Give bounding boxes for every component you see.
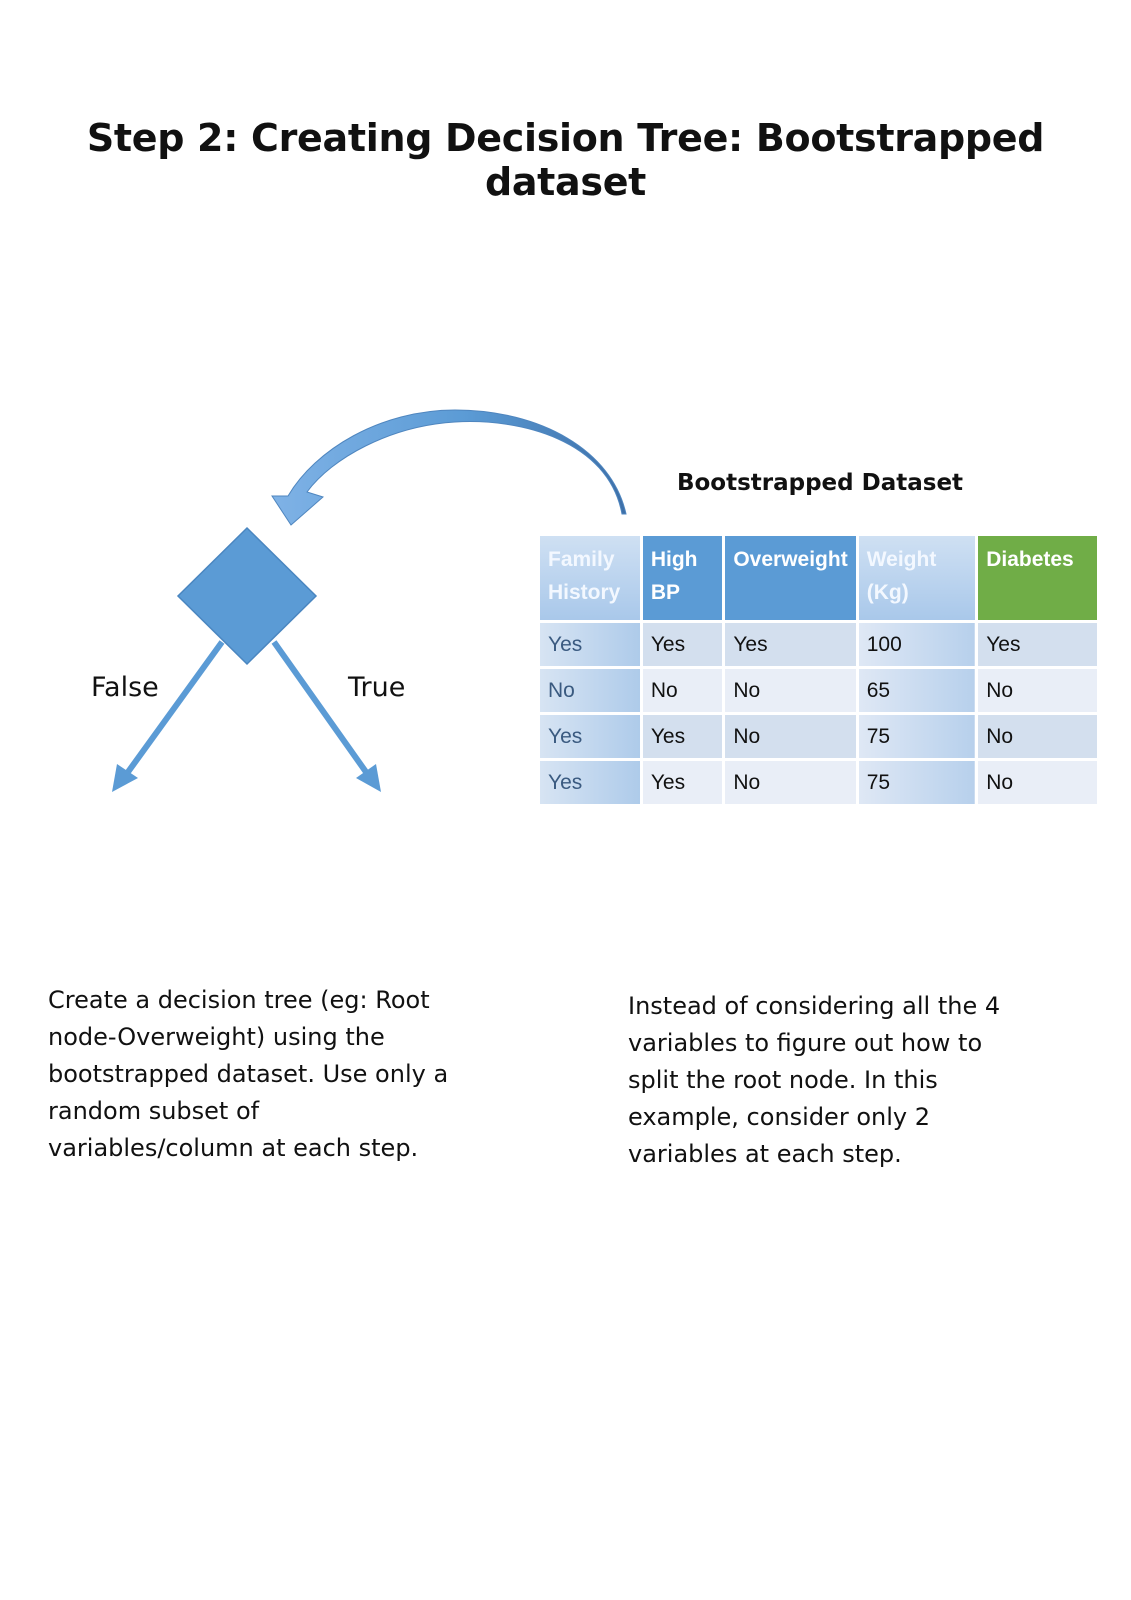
cell-weight: 75 (857, 759, 979, 807)
cell-family-history: No (540, 667, 643, 715)
left-description: Create a decision tree (eg: Root node-Ov… (48, 986, 449, 1162)
cell-diabetes: No (976, 713, 1100, 761)
cell-weight: 65 (857, 667, 979, 715)
true-branch-label: True (348, 672, 406, 703)
dataset-title: Bootstrapped Dataset (676, 470, 964, 496)
header-weight: Weight (Kg) (857, 536, 979, 623)
cell-diabetes: No (976, 759, 1100, 807)
cell-overweight: No (723, 713, 859, 761)
false-branch-label: False (91, 672, 159, 703)
root-node-diamond (176, 526, 318, 666)
cell-weight: 100 (857, 621, 979, 669)
cell-high-bp: No (641, 667, 726, 715)
header-overweight: Overweight (723, 536, 859, 623)
cell-high-bp: Yes (641, 759, 726, 807)
header-diabetes: Diabetes (976, 536, 1100, 623)
cell-family-history: Yes (540, 713, 643, 761)
cell-high-bp: Yes (641, 621, 726, 669)
true-branch-arrow (271, 640, 381, 792)
cell-overweight: No (723, 759, 859, 807)
table-row: Yes Yes No 75 No (540, 759, 1100, 807)
cell-overweight: Yes (723, 621, 859, 669)
page-title: Step 2: Creating Decision Tree: Bootstra… (86, 116, 1045, 204)
cell-diabetes: Yes (976, 621, 1100, 669)
decision-tree-diagram (112, 409, 627, 792)
table-row: Yes Yes Yes 100 Yes (540, 621, 1100, 669)
cell-weight: 75 (857, 713, 979, 761)
header-high-bp: High BP (641, 536, 726, 623)
cell-high-bp: Yes (641, 713, 726, 761)
curved-arrow (271, 409, 627, 526)
table-header-row: Family History High BP Overweight Weight… (540, 536, 1100, 623)
cell-family-history: Yes (540, 759, 643, 807)
false-branch-arrow (112, 640, 225, 792)
cell-diabetes: No (976, 667, 1100, 715)
cell-family-history: Yes (540, 621, 643, 669)
right-description: Instead of considering all the 4 variabl… (628, 992, 1001, 1168)
table-row: No No No 65 No (540, 667, 1100, 715)
header-family-history: Family History (540, 536, 643, 623)
table-row: Yes Yes No 75 No (540, 713, 1100, 761)
cell-overweight: No (723, 667, 859, 715)
bootstrapped-dataset-table: Family History High BP Overweight Weight… (540, 536, 1100, 807)
